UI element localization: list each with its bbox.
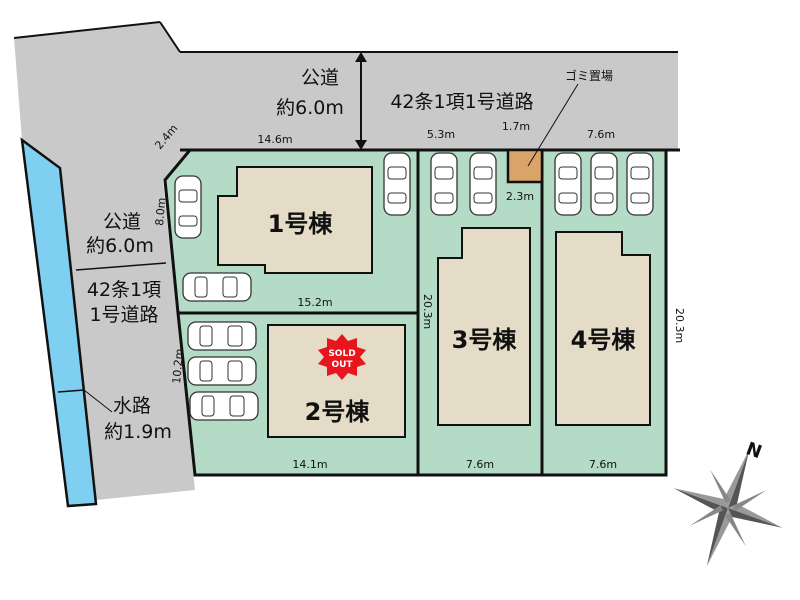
dim-5-3: 5.3m (427, 128, 455, 141)
parking-car (383, 152, 411, 216)
parking-car (182, 272, 252, 302)
parking-car (626, 152, 654, 216)
building-1 (217, 166, 373, 274)
top-road-designation: 42条1項1号道路 (390, 91, 533, 113)
parking-car (469, 152, 497, 216)
dim-14-1: 14.1m (292, 458, 327, 471)
parking-car (590, 152, 618, 216)
parking-car (554, 152, 582, 216)
left-road-label: 公道 (103, 211, 141, 233)
dim-7-6-b3: 7.6m (466, 458, 494, 471)
dim-20-3-mid: 20.3m (421, 294, 434, 329)
dim-14-6: 14.6m (257, 133, 292, 146)
building-4 (555, 231, 651, 426)
left-road-width: 約6.0m (86, 235, 154, 257)
parking-car (187, 356, 257, 386)
sold-out-text: SOLD (328, 349, 355, 359)
dim-7-6-b4: 7.6m (589, 458, 617, 471)
waterway (20, 137, 98, 508)
parking-car (187, 321, 257, 351)
dim-10-2: 10.2m (170, 348, 186, 384)
parking-car (174, 175, 202, 239)
garbage-label: ゴミ置場 (565, 68, 613, 83)
left-road-designation-1: 42条1項 (87, 279, 161, 301)
dim-2-3: 2.3m (506, 190, 534, 203)
waterway-width-arrow (57, 389, 85, 393)
road-area (14, 22, 678, 500)
building-2-label: 2号棟 (305, 398, 371, 426)
top-road-label: 公道 (301, 67, 339, 89)
parking-car (430, 152, 458, 216)
dim-8-0: 8.0m (153, 197, 168, 226)
dim-1-7: 1.7m (502, 120, 530, 133)
building-4-label: 4号棟 (571, 326, 637, 354)
sold-out-text: OUT (331, 360, 353, 370)
garbage-area (506, 148, 544, 184)
sold-out-badge (318, 334, 366, 380)
compass-north-label: N (743, 438, 764, 463)
arrow-head (355, 52, 367, 62)
building-1-label: 1号棟 (268, 210, 334, 238)
building-3-label: 3号棟 (452, 326, 518, 354)
dim-15-2: 15.2m (297, 296, 332, 309)
waterway-label: 水路 (113, 395, 151, 417)
left-road-designation-2: 1号道路 (89, 304, 158, 326)
compass-rose (673, 449, 783, 567)
waterway-width: 約1.9m (104, 421, 172, 443)
leader-line (527, 83, 579, 167)
arrow-head (355, 140, 367, 150)
road-edge (13, 21, 161, 39)
leader-line (83, 389, 113, 413)
dim-7-6-top: 7.6m (587, 128, 615, 141)
top-road-width: 約6.0m (276, 97, 344, 119)
road-edge (159, 21, 181, 53)
parking-car (189, 391, 259, 421)
left-road-width-arrow (75, 262, 167, 271)
dim-20-3-right: 20.3m (673, 308, 686, 343)
building-3 (437, 227, 531, 426)
